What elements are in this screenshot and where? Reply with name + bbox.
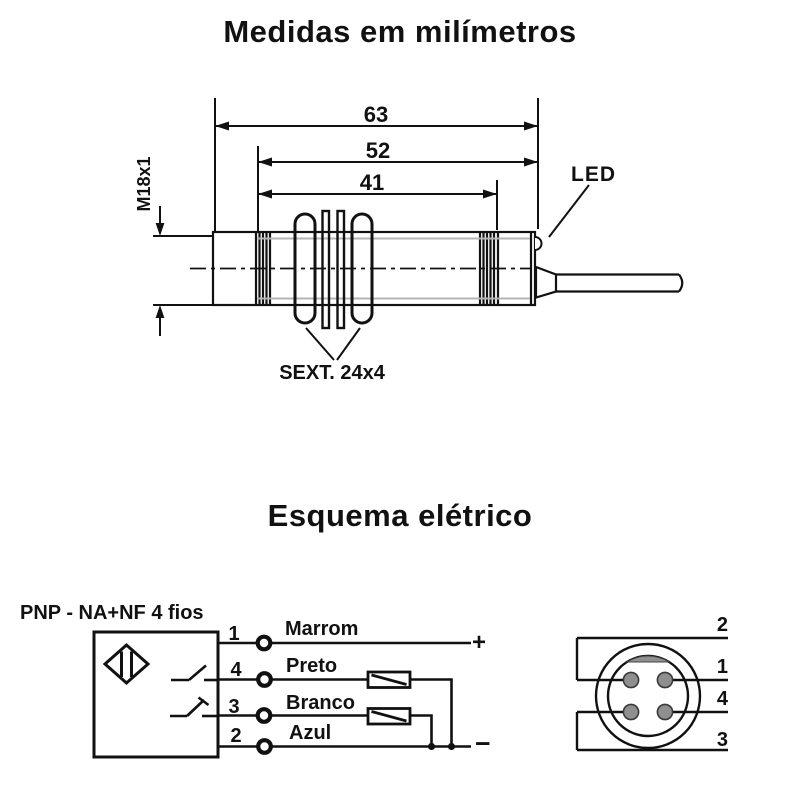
wire-name-azul: Azul (289, 722, 332, 744)
inductive-sensor-icon (102, 642, 151, 686)
hex-nuts (293, 209, 374, 361)
dimension-52: 52 (365, 138, 391, 163)
connector-pin-1: 1 (716, 656, 728, 678)
wire-terminal-1: 1 (228, 623, 240, 645)
connector-pin-3: 3 (716, 729, 728, 751)
keyway-notch-icon (625, 655, 671, 663)
connector-pin-4: 4 (716, 688, 728, 710)
wire-name-branco: Branco (286, 692, 355, 714)
junction-dots (427, 742, 456, 751)
connector-pin-2: 2 (716, 614, 728, 636)
hex-nut-label: SEXT. 24x4 (279, 362, 385, 384)
schematic-title: Esquema elétrico (267, 498, 533, 533)
wire-name-preto: Preto (286, 655, 338, 677)
wire-terminal-3: 3 (228, 696, 240, 718)
no-contact-icon (171, 664, 218, 682)
negative-polarity-label: - (474, 729, 492, 756)
wire-terminal-2: 2 (230, 725, 242, 747)
positive-polarity-label: + (472, 629, 487, 656)
load-resistors (366, 670, 412, 726)
body-shading (257, 237, 530, 300)
led-label: LED (571, 163, 616, 186)
wire-terminal-4: 4 (230, 659, 242, 681)
nc-contact-icon (170, 696, 218, 718)
dimension-arrowheads (155, 121, 538, 318)
output-type-label: PNP - NA+NF 4 fios (20, 602, 204, 624)
dimension-63: 63 (363, 102, 389, 127)
connector-pins (622, 671, 674, 721)
thread-spec-label: M18x1 (134, 156, 154, 212)
wire-terminals (255, 634, 273, 755)
cable (534, 265, 684, 299)
dimension-41: 41 (359, 170, 385, 195)
wire-name-marrom: Marrom (285, 618, 359, 640)
sensor-schematic-box (92, 630, 220, 759)
dimensions-title: Medidas em milímetros (223, 14, 577, 49)
led-indicator (534, 184, 590, 251)
dimension-lines (153, 98, 539, 336)
